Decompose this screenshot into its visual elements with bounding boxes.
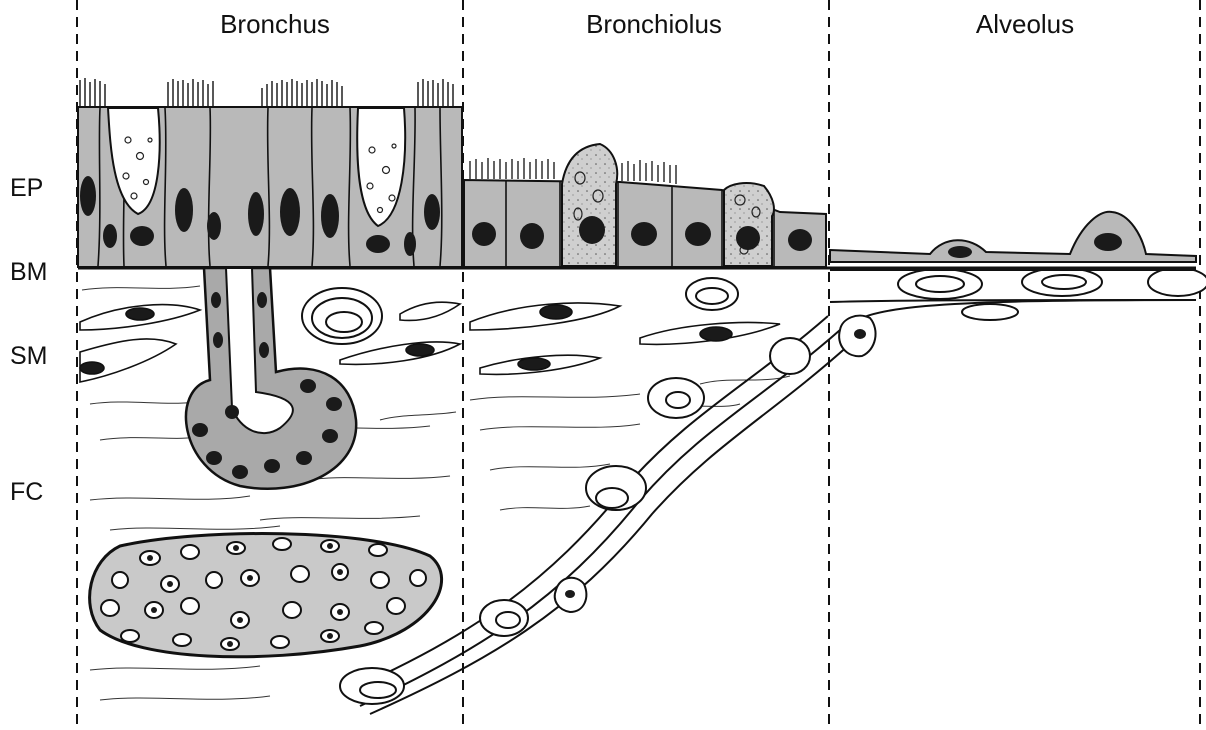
cartilage-plate — [90, 534, 442, 657]
alveolus-epithelium — [830, 212, 1206, 320]
smooth-muscle-cells — [80, 302, 780, 382]
wall-capillaries — [340, 338, 810, 704]
club-cell — [562, 144, 617, 266]
bronchiolus-epithelium — [464, 144, 826, 267]
layer-label-bm: BM — [10, 256, 62, 288]
bronchus-cilia — [80, 78, 453, 106]
region-title-bronchiolus: Bronchiolus — [540, 6, 768, 42]
region-title-bronchus: Bronchus — [180, 6, 370, 42]
layer-label-fc: FC — [10, 476, 62, 508]
region-title-alveolus: Alveolus — [930, 6, 1120, 42]
club-cell — [724, 183, 774, 266]
layer-label-sm: SM — [10, 340, 62, 372]
alveolar-capillaries — [898, 268, 1206, 320]
bronchus-epithelium — [78, 78, 462, 267]
layer-label-ep: EP — [10, 172, 62, 204]
